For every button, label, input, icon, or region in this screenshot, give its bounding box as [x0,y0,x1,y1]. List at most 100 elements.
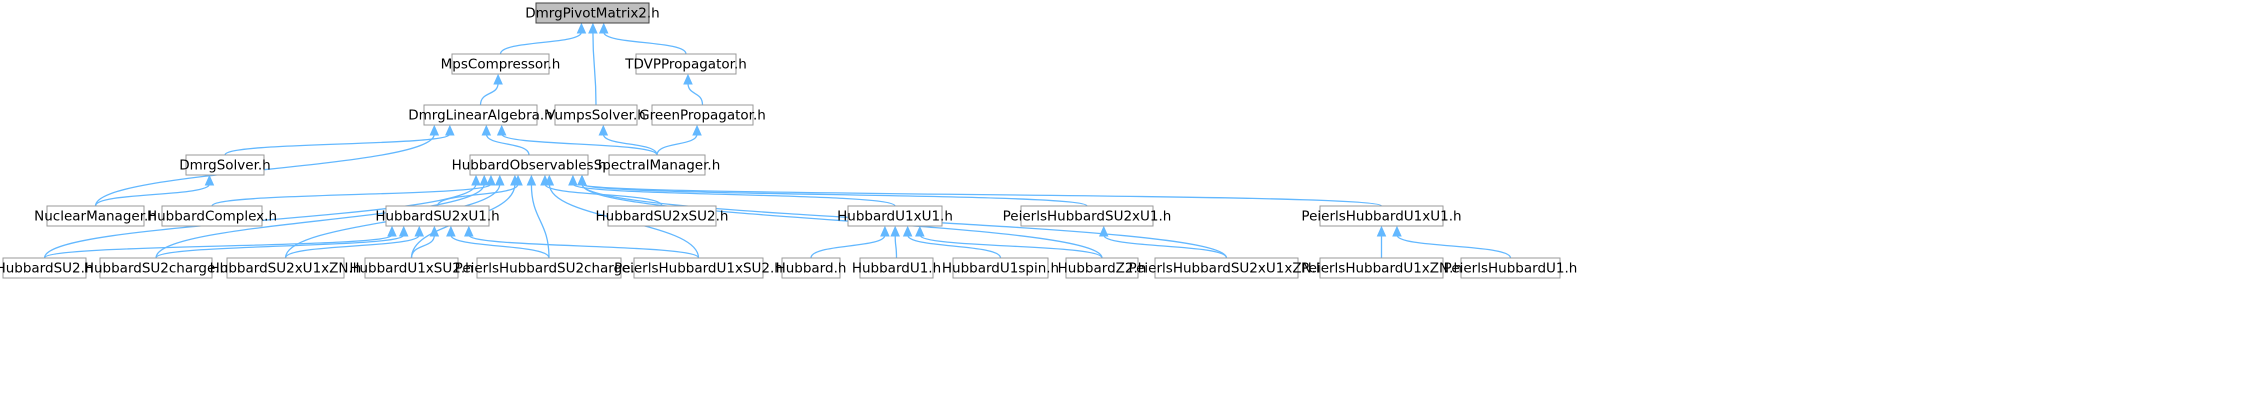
node-box [451,53,550,75]
edge-nuclear-manager-to-dmrg-linear-algebra [94,124,440,207]
node-box [635,53,737,75]
edge-hubbard-u1-to-hubbard-u1x-u1 [890,225,900,259]
node-box [1065,257,1139,279]
node-box [1319,257,1444,279]
edge-peierls-hubbard-u1x-u1-to-hubbard-observables [577,174,1383,207]
node-peierls-hubbard-u1[interactable]: PeierlsHubbardU1.h [1444,257,1578,279]
edge-hubbard-u1x-su2-to-hubbard-su2x-u1 [410,225,440,259]
edge-hubbard-su2x-u1x-zn-to-hubbard-su2x-u1 [284,225,425,259]
node-box [185,154,265,176]
node-peierls-hubbard-su2charge[interactable]: PeierlsHubbardSU2charge.h [455,257,644,279]
node-peierls-hubbard-su2x-u1x-zn[interactable]: PeierlsHubbardSU2xU1xZN.h [1128,257,1325,279]
node-label: HubbardZ2.h [1058,261,1147,277]
edge-peierls-hubbard-su2x-u1x-zn-to-peierls-hubbard-su2x-u1 [1098,225,1228,259]
node-label: MpsCompressor.h [441,57,561,73]
node-hubbard-su2x-u1x-zn[interactable]: HubbardSU2xU1xZN.h [210,257,362,279]
node-mps-compressor[interactable]: MpsCompressor.h [441,53,561,75]
node-box [226,257,345,279]
node-spectral-manager[interactable]: SpectralManager.h [594,154,721,176]
node-box [554,104,638,126]
node-label: PeierlsHubbardU1xZN.h [1301,261,1462,277]
edge-vumps-solver-to-dmrg-pivot-matrix2 [588,22,598,106]
edge-mps-compressor-to-dmrg-pivot-matrix2 [499,22,587,55]
node-hubbard-complex[interactable]: HubbardComplex.h [147,205,277,227]
node-box [1154,257,1299,279]
node-vumps-solver[interactable]: VumpsSolver.h [546,104,646,126]
node-hubbard-su2charge[interactable]: HubbardSU2charge.h [84,257,228,279]
node-label: DmrgSolver.h [179,158,270,174]
node-hubbard-z2[interactable]: HubbardZ2.h [1058,257,1147,279]
node-green-propagator[interactable]: GreenPropagator.h [639,104,766,126]
node-label: HubbardU1.h [852,261,941,277]
node-dmrg-pivot-matrix2: DmrgPivotMatrix2.h [525,2,660,24]
node-hubbard-su2x-su2[interactable]: HubbardSU2xSU2.h [596,205,729,227]
node-peierls-hubbard-su2x-u1[interactable]: PeierlsHubbardSU2xU1.h [1003,205,1172,227]
node-nuclear-manager[interactable]: NuclearManager.h [34,205,157,227]
node-box [1460,257,1561,279]
edge-peierls-hubbard-u1x-su2-to-hubbard-su2x-u1 [464,225,700,259]
node-hubbard-observables[interactable]: HubbardObservables.h [452,154,607,176]
node-hubbard-u1[interactable]: HubbardU1.h [852,257,941,279]
edge-peierls-hubbard-su2charge-to-hubbard-observables [526,174,550,259]
node-hubbard-su2[interactable]: HubbardSU2.h [0,257,93,279]
node-box [952,257,1049,279]
node-label: PeierlsHubbardU1.h [1444,261,1578,277]
node-box [99,257,213,279]
edge-hubbard-u1x-u1-to-hubbard-observables [568,174,896,207]
node-box [781,257,841,279]
node-tdvppropagator[interactable]: TDVPPropagator.h [624,53,747,75]
node-hubbard-su2x-u1[interactable]: HubbardSU2xU1.h [375,205,500,227]
edge-peierls-hubbard-su2charge-to-hubbard-su2x-u1 [446,225,550,259]
node-dmrg-linear-algebra[interactable]: DmrgLinearAlgebra.h [408,104,553,126]
node-peierls-hubbard-u1x-u1[interactable]: PeierlsHubbardU1xU1.h [1301,205,1462,227]
node-box [608,154,706,176]
node-label: Hubbard.h [776,261,847,277]
node-box [364,257,459,279]
edge-hubbard-su2-to-hubbard-su2x-u1 [43,225,397,259]
edge-hubbard-complex-to-hubbard-observables [211,174,496,207]
edge-peierls-hubbard-su2x-u1-to-hubbard-observables [577,174,1088,207]
node-label: GreenPropagator.h [639,108,766,124]
node-box [46,205,145,227]
node-label: HubbardSU2xU1.h [375,209,499,225]
node-label: NuclearManager.h [34,209,157,225]
node-box [651,104,754,126]
edge-hubbard-observables-to-dmrg-linear-algebra [481,124,530,156]
edge-hubbard-su2charge-to-hubbard-su2x-u1 [155,225,409,259]
node-dmrg-solver[interactable]: DmrgSolver.h [179,154,271,176]
node-box [607,205,717,227]
edge-dmrg-solver-to-dmrg-linear-algebra [224,124,455,156]
node-hubbard-u1x-su2[interactable]: HubbardU1xSU2.h [349,257,474,279]
node-hubbard-u1x-u1[interactable]: HubbardU1xU1.h [837,205,953,227]
node-peierls-hubbard-u1x-su2[interactable]: PeierlsHubbardU1xSU2.h [614,257,783,279]
node-label: PeierlsHubbardSU2charge.h [455,261,644,277]
node-box [2,257,87,279]
edge-dmrg-linear-algebra-to-mps-compressor [479,73,503,106]
node-box [1020,205,1154,227]
node-box [161,205,263,227]
node-label: VumpsSolver.h [546,108,646,124]
node-label: PeierlsHubbardU1xSU2.h [614,261,783,277]
node-label: SpectralManager.h [594,158,721,174]
node-label: HubbardU1xU1.h [837,209,953,225]
node-label: HubbardObservables.h [452,158,607,174]
node-label: PeierlsHubbardU1xU1.h [1301,209,1461,225]
node-label: DmrgPivotMatrix2.h [525,6,660,22]
edge-spectral-manager-to-vumps-solver [598,124,658,156]
node-box [423,104,538,126]
node-peierls-hubbard-u1x-zn[interactable]: PeierlsHubbardU1xZN.h [1301,257,1462,279]
node-box [535,2,650,24]
node-label: PeierlsHubbardSU2xU1xZN.h [1128,261,1324,277]
node-hubbard-u1spin[interactable]: HubbardU1spin.h [942,257,1059,279]
edge-hubbard-u1spin-to-hubbard-u1x-u1 [902,225,1002,259]
edge-nuclear-manager-to-dmrg-solver [94,174,215,207]
node-box [385,205,490,227]
node-hubbard[interactable]: Hubbard.h [776,257,847,279]
node-label: HubbardSU2xSU2.h [596,209,729,225]
node-label: HubbardU1spin.h [942,261,1059,277]
edge-tdvppropagator-to-dmrg-pivot-matrix2 [598,22,687,55]
node-box [469,154,589,176]
node-label: HubbardSU2xU1xZN.h [210,261,362,277]
